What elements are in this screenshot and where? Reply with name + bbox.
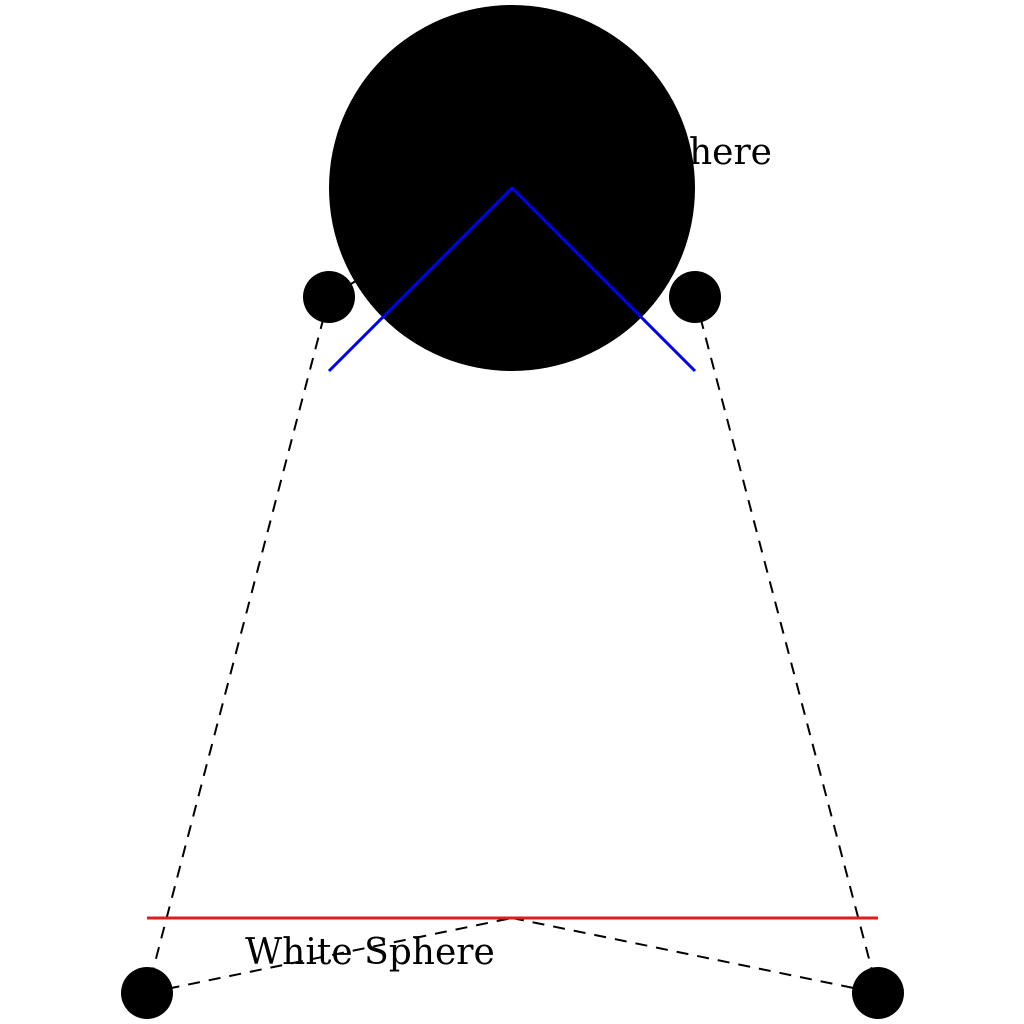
top-label: here [689,132,772,173]
blue-v-lines [327,185,697,373]
dashed-line-bottom-right [511,917,879,994]
small-sphere-top-left [303,271,355,323]
small-sphere-bottom-right [852,967,904,1019]
small-sphere-top-right [669,271,721,323]
small-sphere-bottom-left [121,967,173,1019]
dashed-line-left-outer [146,296,330,994]
bottom-label: White Sphere [245,932,495,973]
dashed-line-right-outer [694,296,879,994]
